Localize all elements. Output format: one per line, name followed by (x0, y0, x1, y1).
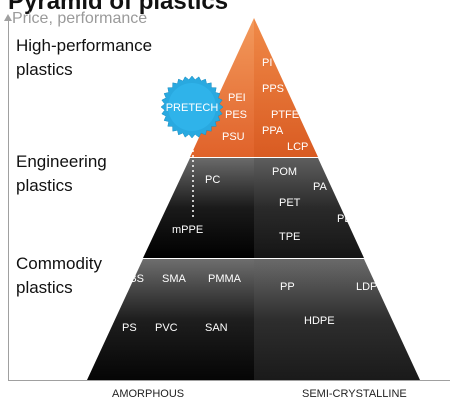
material-ppa: PPA (262, 125, 284, 137)
material-pei: PEI (228, 92, 246, 104)
material-pet: PET (279, 197, 301, 209)
material-pes: PES (225, 109, 247, 121)
material-ptfe: PTFE (271, 109, 299, 121)
material-pom: POM (272, 166, 297, 178)
material-mppe: mPPE (172, 224, 203, 236)
bottom-tier-semicrystalline (254, 259, 420, 380)
tier-commodity-text: Commodity plastics (16, 254, 102, 297)
material-pi: PI (262, 57, 272, 69)
material-ldpe: LDPE (356, 281, 385, 293)
middle-tier-semicrystalline (254, 158, 364, 258)
tier-high-performance-text: High-performance plastics (16, 36, 153, 79)
material-tpe: TPE (279, 231, 300, 243)
material-pps: PPS (262, 83, 284, 95)
middle-tier-amorphous (143, 158, 254, 258)
tier-label-engineering: Engineering plastics (16, 150, 107, 198)
tier-engineering-text: Engineering plastics (16, 152, 107, 195)
top-tier-semicrystalline (254, 18, 318, 157)
pretech-badge: PRETECH (160, 75, 224, 139)
material-sma: SMA (162, 273, 187, 285)
page-title: Pyramid of plastics (8, 0, 229, 15)
material-pp: PP (280, 281, 295, 293)
material-pvc: PVC (155, 322, 178, 334)
material-san: SAN (205, 322, 228, 334)
material-ps: PS (122, 322, 137, 334)
column-label-semi-crystalline: SEMI-CRYSTALLINE (302, 388, 407, 400)
column-label-amorphous: AMORPHOUS (112, 388, 185, 400)
material-psu: PSU (222, 131, 245, 143)
material-abs: ABS (122, 273, 144, 285)
pretech-label: PRETECH (166, 102, 219, 114)
vertical-axis (8, 18, 9, 380)
material-pmma: PMMA (208, 273, 242, 285)
axis-label: Price, performance (12, 10, 148, 27)
material-hdpe: HDPE (304, 315, 335, 327)
tier-label-commodity: Commodity plastics (16, 252, 102, 300)
axis-arrow-icon (4, 14, 12, 21)
material-pa: PA (313, 181, 328, 193)
tier-label-high-performance: High-performance plastics (16, 34, 152, 82)
bottom-tier-amorphous (87, 259, 254, 380)
material-pc: PC (205, 174, 220, 186)
material-pbt: PBT (337, 213, 359, 225)
material-lcp: LCP (287, 141, 308, 153)
horizontal-axis (8, 380, 450, 381)
